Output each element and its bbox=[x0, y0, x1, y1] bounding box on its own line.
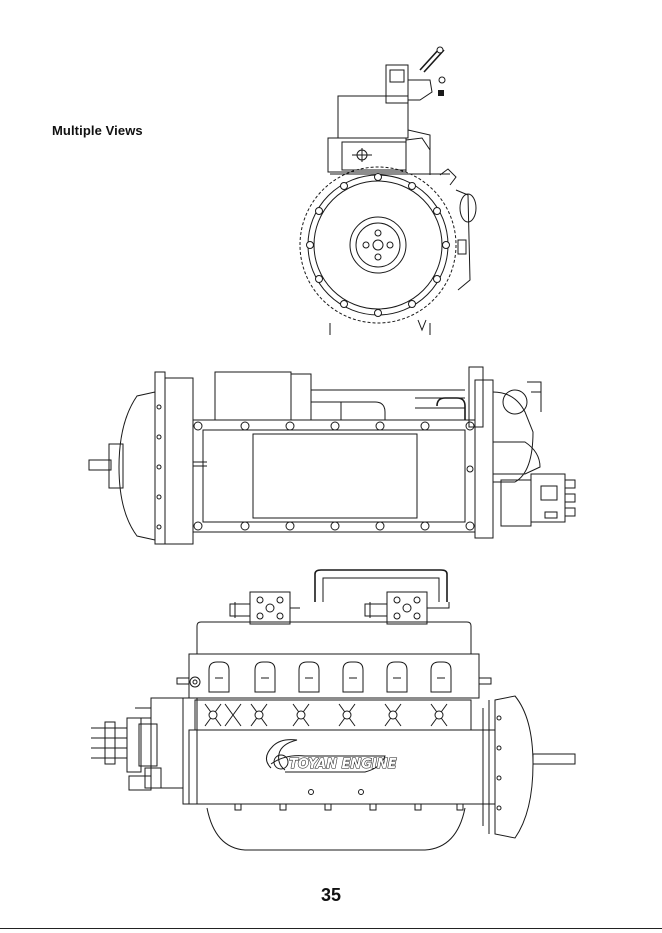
bottom-divider bbox=[0, 928, 662, 929]
engine-logo: TOYAN ENGINE bbox=[266, 740, 396, 772]
engine-top-view-drawing bbox=[85, 362, 580, 547]
section-heading: Multiple Views bbox=[52, 123, 143, 138]
page-number: 35 bbox=[0, 885, 662, 906]
engine-front-view-drawing bbox=[290, 40, 490, 340]
engine-side-view-drawing: TOYAN ENGINE bbox=[85, 568, 580, 858]
logo-text: TOYAN ENGINE bbox=[289, 757, 397, 772]
